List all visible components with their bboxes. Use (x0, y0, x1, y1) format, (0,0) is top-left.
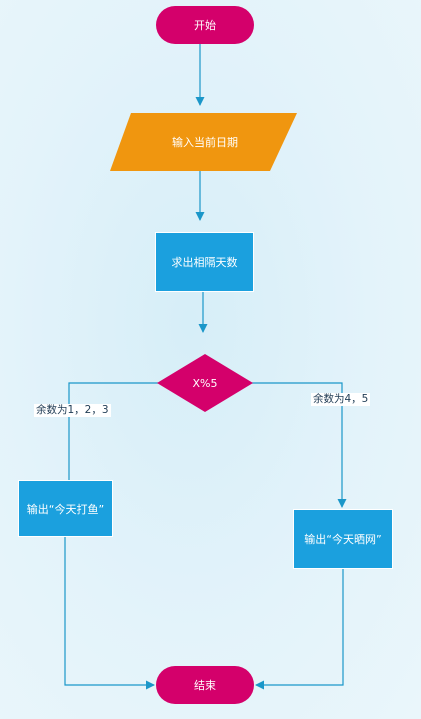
edge-decision-to-drying (252, 382, 347, 508)
io-shape-input-date (110, 113, 297, 171)
compute-days-node: 求出相隔天数 (155, 232, 254, 292)
start-label: 开始 (194, 19, 216, 32)
input-date-label: 输入当前日期 (172, 136, 238, 149)
end-node: 结束 (156, 666, 254, 704)
decision-label: X%5 (192, 376, 218, 390)
decision-diamond (157, 354, 253, 412)
end-label: 结束 (194, 679, 216, 692)
left-branch-label: 余数为1，2，3 (34, 404, 111, 417)
fishing-output-node: 输出“今天打鱼” (18, 480, 113, 537)
edge-fishing-to-end (64, 537, 155, 690)
drying-output-label: 输出“今天晒网” (304, 533, 382, 546)
right-branch-label: 余数为4，5 (311, 393, 371, 406)
compute-days-label: 求出相隔天数 (171, 256, 238, 269)
edge-decision-to-fishing (68, 382, 158, 480)
drying-output-node: 输出“今天晒网” (293, 509, 393, 569)
start-node: 开始 (156, 6, 254, 44)
edge-drying-to-end (255, 569, 344, 690)
fishing-output-label: 输出“今天打鱼” (26, 502, 105, 516)
